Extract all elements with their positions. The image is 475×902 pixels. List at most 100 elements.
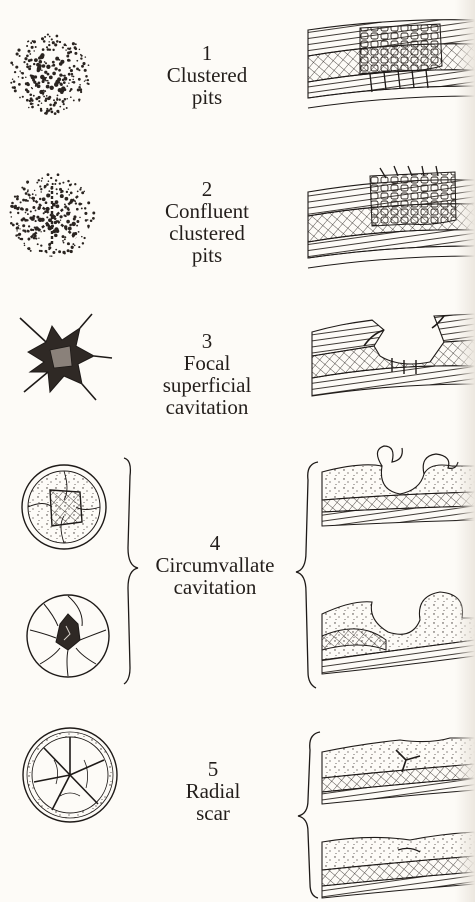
pit-dot [18, 233, 21, 236]
pit-dot [69, 47, 71, 49]
pit-dot [55, 206, 57, 208]
pit-dot [35, 228, 38, 231]
pit-dot [82, 242, 84, 244]
pit-dot [70, 69, 73, 72]
pit-dot [18, 225, 19, 226]
pit-dot [84, 212, 87, 215]
pit-dot [78, 86, 81, 89]
pit-dot [39, 55, 43, 59]
pit-dot [42, 48, 45, 51]
pit-dot [18, 76, 19, 77]
pit-dot [55, 179, 57, 181]
pit-dot [16, 226, 19, 229]
pit-dot [48, 194, 50, 196]
pit-dot [30, 210, 32, 212]
pit-dot [38, 96, 41, 99]
pit-dot [45, 250, 48, 253]
pit-dot [21, 72, 24, 75]
pit-dot [69, 79, 71, 81]
pit-dot [36, 216, 39, 219]
pit-dot [44, 71, 47, 74]
pit-dot [56, 35, 59, 38]
pit-dot [44, 99, 47, 102]
pit-dot [59, 62, 63, 66]
pit-dot [18, 83, 21, 86]
pit-dot [15, 234, 17, 236]
bracket-stage-4-right [296, 462, 318, 688]
pit-dot [60, 191, 62, 193]
pit-dot [58, 250, 61, 253]
pit-dot [40, 108, 42, 110]
pit-dot [27, 191, 29, 193]
pit-dot [77, 88, 80, 91]
pit-dot [67, 180, 69, 182]
pit-dot [44, 186, 46, 188]
pit-dot [25, 208, 28, 211]
pit-dot [28, 67, 31, 70]
pit-dot [62, 47, 64, 49]
pit-dot [26, 45, 28, 47]
pit-dot [21, 238, 24, 241]
pit-dot [62, 240, 64, 242]
pit-dot [76, 208, 79, 211]
pit-dot [16, 198, 19, 201]
pit-dot [59, 82, 62, 85]
pit-dot [31, 46, 34, 49]
pit-dot [69, 184, 72, 187]
pit-dot [66, 207, 69, 210]
pit-dot [40, 75, 44, 79]
pit-dot [16, 53, 19, 56]
pit-dot [51, 111, 54, 114]
pit-dot [32, 193, 34, 195]
pit-dot [88, 64, 90, 66]
pit-dot [10, 62, 13, 65]
pit-dot [78, 202, 81, 205]
pit-dot [42, 64, 46, 68]
pit-dot [87, 79, 89, 81]
pit-dot [46, 95, 48, 97]
pit-dot [26, 181, 29, 184]
pit-dot [78, 78, 81, 81]
pit-dot [35, 220, 37, 222]
pit-dot [39, 60, 43, 64]
pit-dot [46, 108, 48, 110]
pit-dot [15, 66, 18, 69]
page-edge-shadow [455, 0, 475, 902]
pit-dot [59, 59, 61, 61]
pit-dot [69, 51, 72, 54]
pit-dot [80, 57, 82, 59]
pit-dot [76, 225, 78, 227]
pit-dot [46, 85, 50, 89]
pit-dot [26, 65, 29, 68]
cross-section-3 [312, 314, 475, 396]
pit-dot [30, 228, 33, 231]
pit-dot [70, 192, 73, 195]
pit-dot [33, 95, 35, 97]
pit-dot [49, 36, 51, 38]
pit-dot [81, 191, 84, 194]
pit-dot [75, 43, 77, 45]
pit-dot [58, 88, 62, 92]
pit-dot [60, 219, 61, 220]
pit-dot [70, 88, 73, 91]
pit-dot [78, 69, 80, 71]
pit-dot [26, 54, 29, 57]
pit-dot [32, 103, 34, 105]
pit-dot [73, 76, 75, 78]
pit-dot [21, 77, 23, 79]
pit-dot [43, 96, 45, 98]
pit-dot [57, 173, 60, 176]
pit-dot [34, 75, 37, 78]
pit-dot [84, 207, 86, 209]
pit-dot [11, 216, 13, 218]
pit-dot [14, 206, 17, 209]
pit-dot [27, 200, 29, 202]
pit-dot [64, 238, 66, 240]
pit-dot [33, 50, 34, 51]
pit-dot [49, 255, 50, 256]
pit-dot [87, 82, 89, 84]
pit-dot [12, 78, 13, 79]
pit-dot [54, 227, 58, 231]
pit-dot [62, 75, 64, 77]
pit-dot [50, 177, 52, 179]
